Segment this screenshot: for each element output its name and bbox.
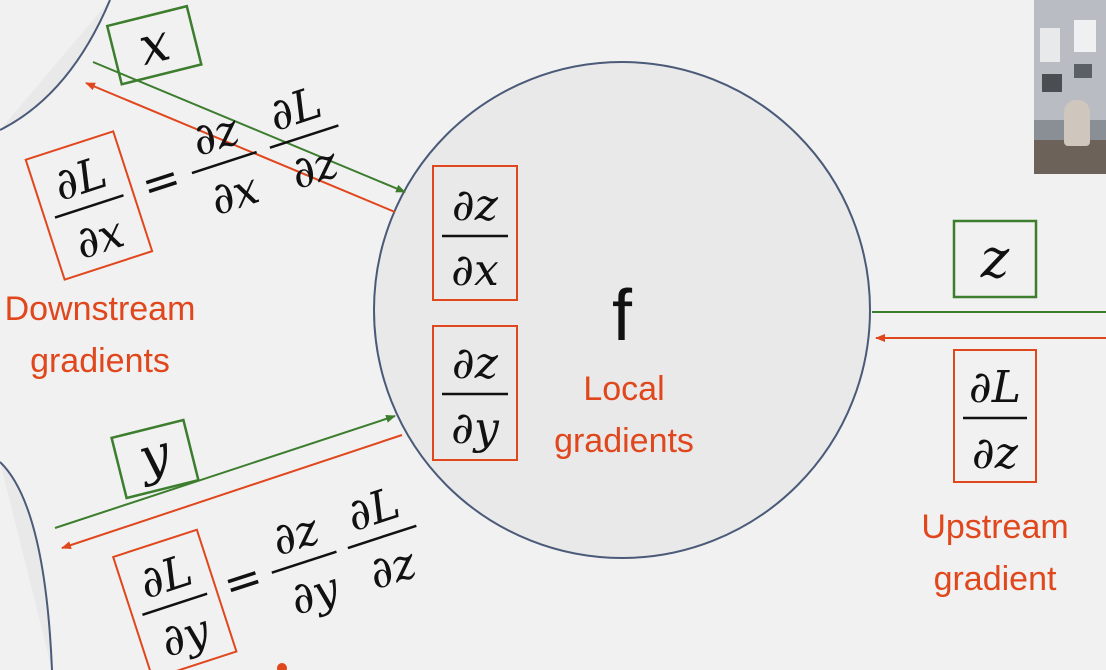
input-x-symbol: x — [133, 13, 176, 78]
input-x-box: x — [105, 4, 203, 86]
downstream-equation-x: ∂L ∂x = ∂z ∂x ∂L ∂z — [24, 77, 345, 281]
svg-text:∂y: ∂y — [451, 403, 500, 454]
forward-arrow-y — [54, 415, 396, 529]
downstream-y-t2-den: ∂z — [363, 537, 423, 600]
upstream-gradient-label-line2: gradient — [934, 560, 1057, 598]
output-z-box: z — [952, 219, 1038, 299]
upstream-gradient-label-line1: Upstream — [921, 508, 1068, 546]
svg-text:∂z: ∂z — [452, 180, 499, 231]
local-gradient-dz-dx: ∂z ∂x — [432, 165, 518, 301]
downstream-y-lhs-den: ∂y — [155, 604, 217, 668]
local-gradients-label-line2: gradients — [554, 422, 694, 460]
webcam-panel — [1074, 64, 1092, 78]
downstream-gradients-label-line2: gradients — [30, 342, 170, 380]
local-gradients-label-line1: Local — [583, 370, 664, 408]
svg-text:∂z: ∂z — [972, 428, 1019, 479]
svg-text:∂z: ∂z — [452, 338, 499, 389]
input-node-x-partial — [0, 0, 111, 131]
webcam-poster — [1040, 28, 1060, 62]
pointer-dot — [277, 663, 287, 670]
function-node — [373, 61, 871, 559]
webcam-person — [1064, 100, 1090, 146]
function-node-label: f — [612, 276, 633, 356]
output-z-symbol: z — [980, 227, 1010, 290]
upstream-gradient-dl-dz: ∂L ∂z — [953, 349, 1037, 483]
local-gradient-dz-dy: ∂z ∂y — [432, 325, 518, 461]
backward-arrow-y — [61, 434, 403, 549]
downstream-equation-y: ∂L ∂y = ∂z ∂y ∂L ∂z — [111, 477, 423, 670]
forward-arrow-x — [92, 61, 406, 193]
svg-text:∂L: ∂L — [969, 362, 1021, 413]
svg-text:∂x: ∂x — [451, 245, 499, 296]
backward-arrow-x — [85, 82, 396, 213]
input-node-y-partial — [0, 461, 53, 670]
downstream-x-t1-den: ∂x — [204, 163, 265, 226]
input-y-symbol: y — [131, 423, 177, 489]
webcam-panel — [1042, 74, 1062, 92]
downstream-y-t1-den: ∂y — [284, 562, 346, 626]
downstream-x-equals: = — [134, 149, 187, 212]
downstream-y-equals: = — [216, 548, 269, 611]
webcam-overlay — [1034, 0, 1106, 174]
downstream-gradients-label-line1: Downstream — [5, 290, 196, 328]
webcam-poster — [1074, 20, 1096, 52]
